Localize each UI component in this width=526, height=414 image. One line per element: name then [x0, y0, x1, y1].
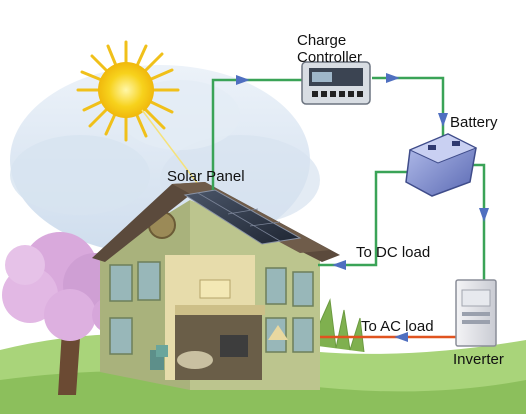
arrow-from-controller — [386, 73, 400, 83]
solar-panel-label: Solar Panel — [167, 168, 245, 185]
arrow-down-battery — [438, 113, 448, 127]
charge-controller-label-line1: Charge — [297, 32, 347, 49]
dc-wiring — [211, 76, 486, 280]
battery-label: Battery — [450, 114, 498, 131]
arrow-to-dc-load — [332, 260, 346, 270]
sun — [76, 40, 211, 201]
arrow-to-controller — [236, 75, 250, 85]
charge-controller — [301, 61, 371, 105]
house — [92, 182, 340, 390]
arrow-to-ac-load — [394, 332, 408, 342]
wire-controller-to-battery — [372, 76, 445, 138]
dc-load-label: To DC load — [356, 244, 431, 261]
charge-controller-label-line2: Controller — [297, 49, 363, 66]
ground-box — [156, 345, 168, 357]
flow-arrows — [236, 73, 489, 342]
wire-battery-to-dc-load — [318, 170, 416, 267]
ac-load-label: To AC load — [361, 318, 434, 335]
charge-controller-label: Charge Controller — [297, 32, 362, 66]
wire-battery-to-inverter — [470, 163, 486, 280]
inverter-label: Inverter — [453, 351, 504, 368]
inverter — [455, 279, 497, 347]
wire-panel-to-controller — [211, 78, 302, 190]
battery — [405, 133, 478, 197]
arrow-down-inverter — [479, 208, 489, 222]
